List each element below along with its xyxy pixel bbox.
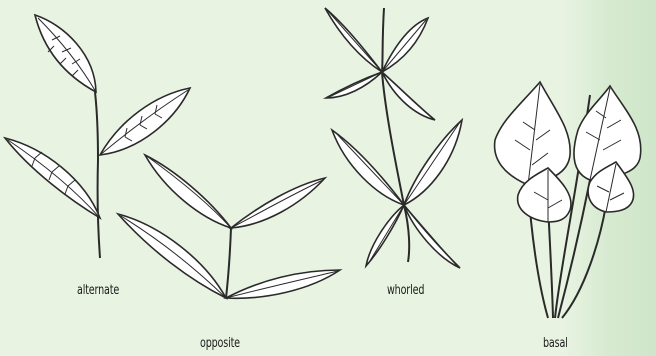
alternate-plant-drawing xyxy=(5,15,190,258)
basal-plant-drawing xyxy=(495,82,641,318)
label-whorled: whorled xyxy=(387,283,424,298)
whorled-plant-drawing xyxy=(325,8,462,268)
opposite-plant-drawing xyxy=(118,155,340,298)
label-opposite: opposite xyxy=(200,336,240,351)
label-alternate: alternate xyxy=(77,283,119,298)
label-basal: basal xyxy=(543,336,568,351)
